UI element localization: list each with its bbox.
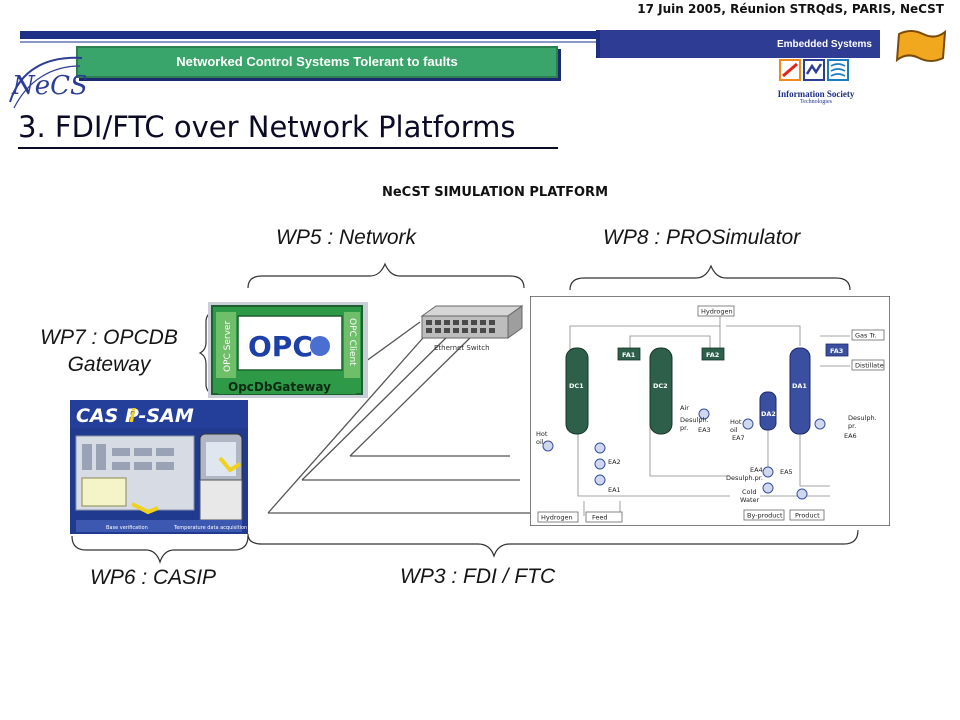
proc-ea4: EA4 bbox=[750, 466, 763, 474]
slide-title: 3. FDI/FTC over Network Platforms bbox=[18, 110, 516, 144]
process-simulator-diagram: Hydrogen FA1 FA2 FA3 Gas Tr. Distillate … bbox=[529, 295, 891, 527]
proc-air: Air bbox=[680, 404, 689, 412]
section-label: Embedded Systems bbox=[776, 39, 872, 50]
ethernet-switch-image: Ethernet Switch bbox=[418, 304, 526, 354]
wp6-brace bbox=[71, 535, 249, 564]
casip-button-right: Temperature data acquisition bbox=[173, 525, 247, 531]
proc-desulph-left: Desulph. bbox=[680, 416, 709, 424]
proc-desulph-left2: pr. bbox=[680, 424, 688, 432]
proc-cold-water: Cold bbox=[742, 488, 756, 496]
proc-ea1: EA1 bbox=[608, 486, 621, 494]
proc-fa3: FA3 bbox=[830, 347, 843, 355]
proc-ea2: EA2 bbox=[608, 458, 621, 466]
proc-hot-oil-right2: oil bbox=[730, 426, 738, 434]
orange-flag-icon bbox=[895, 29, 947, 63]
wp7-label-line2: Gateway bbox=[67, 353, 151, 376]
header-bar bbox=[20, 31, 848, 39]
proc-cold-water2: Water bbox=[740, 496, 760, 504]
casip-button-left: Base verification bbox=[106, 525, 148, 531]
proc-ea5: EA5 bbox=[780, 468, 793, 476]
proc-hot-oil-left: Hot bbox=[536, 430, 548, 438]
proc-hydrogen-bottom: Hydrogen bbox=[541, 514, 573, 522]
opc-gateway-graphic: OPC OPC Server OPC Client OpcDbGateway bbox=[208, 302, 368, 398]
wp7-label-line1: WP7 : OPCDB bbox=[40, 326, 178, 349]
wp3-label: WP3 : FDI / FTC bbox=[400, 565, 556, 588]
switch-caption: Ethernet Switch bbox=[434, 344, 490, 352]
header-bar-thin bbox=[20, 41, 848, 43]
proc-desulph-bottom: Desulph.pr. bbox=[726, 474, 763, 482]
proc-byproduct: By-product bbox=[747, 512, 783, 520]
proc-desulph-right2: pr. bbox=[848, 422, 856, 430]
project-banner-text: Networked Control Systems Tolerant to fa… bbox=[176, 54, 458, 69]
casip-title: CAS P-SAM bbox=[76, 405, 194, 427]
wp3-brace bbox=[247, 529, 859, 558]
opc-gateway-image: OPC OPC Server OPC Client OpcDbGateway bbox=[208, 302, 368, 398]
opc-client-label: OPC Client bbox=[347, 318, 357, 366]
wp5-label: WP5 : Network bbox=[276, 226, 417, 249]
necst-logo-text: NeCST bbox=[11, 71, 86, 101]
wp5-brace bbox=[247, 262, 525, 289]
proc-hot-oil-right: Hot bbox=[730, 418, 742, 426]
proc-distillate: Distillate bbox=[855, 362, 884, 370]
proc-ea3: EA3 bbox=[698, 426, 711, 434]
proc-fa1: FA1 bbox=[622, 351, 636, 359]
opc-logo-text: OPC bbox=[248, 330, 313, 363]
platform-subtitle: NeCST SIMULATION PLATFORM bbox=[381, 185, 609, 200]
ist-logo: Information Society Technologies bbox=[770, 58, 862, 108]
proc-ea6: EA6 bbox=[844, 432, 857, 440]
proc-feed: Feed bbox=[592, 514, 608, 522]
proc-dc1: DC1 bbox=[569, 382, 584, 390]
casip-sam-graphic: CAS P-SAM i Base verification Temperatur… bbox=[70, 400, 248, 534]
wp8-brace bbox=[569, 264, 851, 291]
wp8-label: WP8 : PROSimulator bbox=[603, 226, 801, 249]
ist-logo-line1: Information Society bbox=[777, 89, 855, 99]
project-banner: Networked Control Systems Tolerant to fa… bbox=[76, 46, 558, 78]
casip-title-i: i bbox=[129, 405, 136, 427]
wp6-label: WP6 : CASIP bbox=[90, 566, 217, 589]
proc-desulph-right: Desulph. bbox=[848, 414, 877, 422]
opc-gateway-caption: OpcDbGateway bbox=[228, 380, 331, 394]
proc-da1: DA1 bbox=[792, 382, 807, 390]
meeting-date-line: 17 Juin 2005, Réunion STRQdS, PARIS, NeC… bbox=[637, 2, 944, 16]
proc-ea7: EA7 bbox=[732, 434, 745, 442]
opc-server-label: OPC Server bbox=[223, 321, 233, 372]
proc-hydrogen-top: Hydrogen bbox=[701, 308, 733, 316]
ist-logo-icon bbox=[779, 59, 849, 81]
proc-hot-oil-left2: oil bbox=[536, 438, 544, 446]
casip-sam-image: CAS P-SAM i Base verification Temperatur… bbox=[70, 400, 248, 534]
section-banner: Embedded Systems bbox=[596, 30, 880, 58]
ist-logo-line2: Technologies bbox=[800, 99, 832, 105]
wp7-label: WP7 : OPCDB Gateway bbox=[18, 324, 200, 378]
proc-gas: Gas Tr. bbox=[855, 332, 877, 340]
necst-logo: NeCST bbox=[9, 56, 86, 109]
proc-product: Product bbox=[795, 512, 820, 520]
proc-fa2: FA2 bbox=[706, 351, 719, 359]
wp7-brace bbox=[198, 311, 217, 395]
proc-dc2: DC2 bbox=[653, 382, 668, 390]
process-flowsheet: Hydrogen FA1 FA2 FA3 Gas Tr. Distillate … bbox=[529, 295, 891, 527]
ethernet-switch-graphic: Ethernet Switch bbox=[420, 305, 524, 352]
proc-da2: DA2 bbox=[761, 410, 776, 418]
title-underline bbox=[18, 147, 558, 149]
